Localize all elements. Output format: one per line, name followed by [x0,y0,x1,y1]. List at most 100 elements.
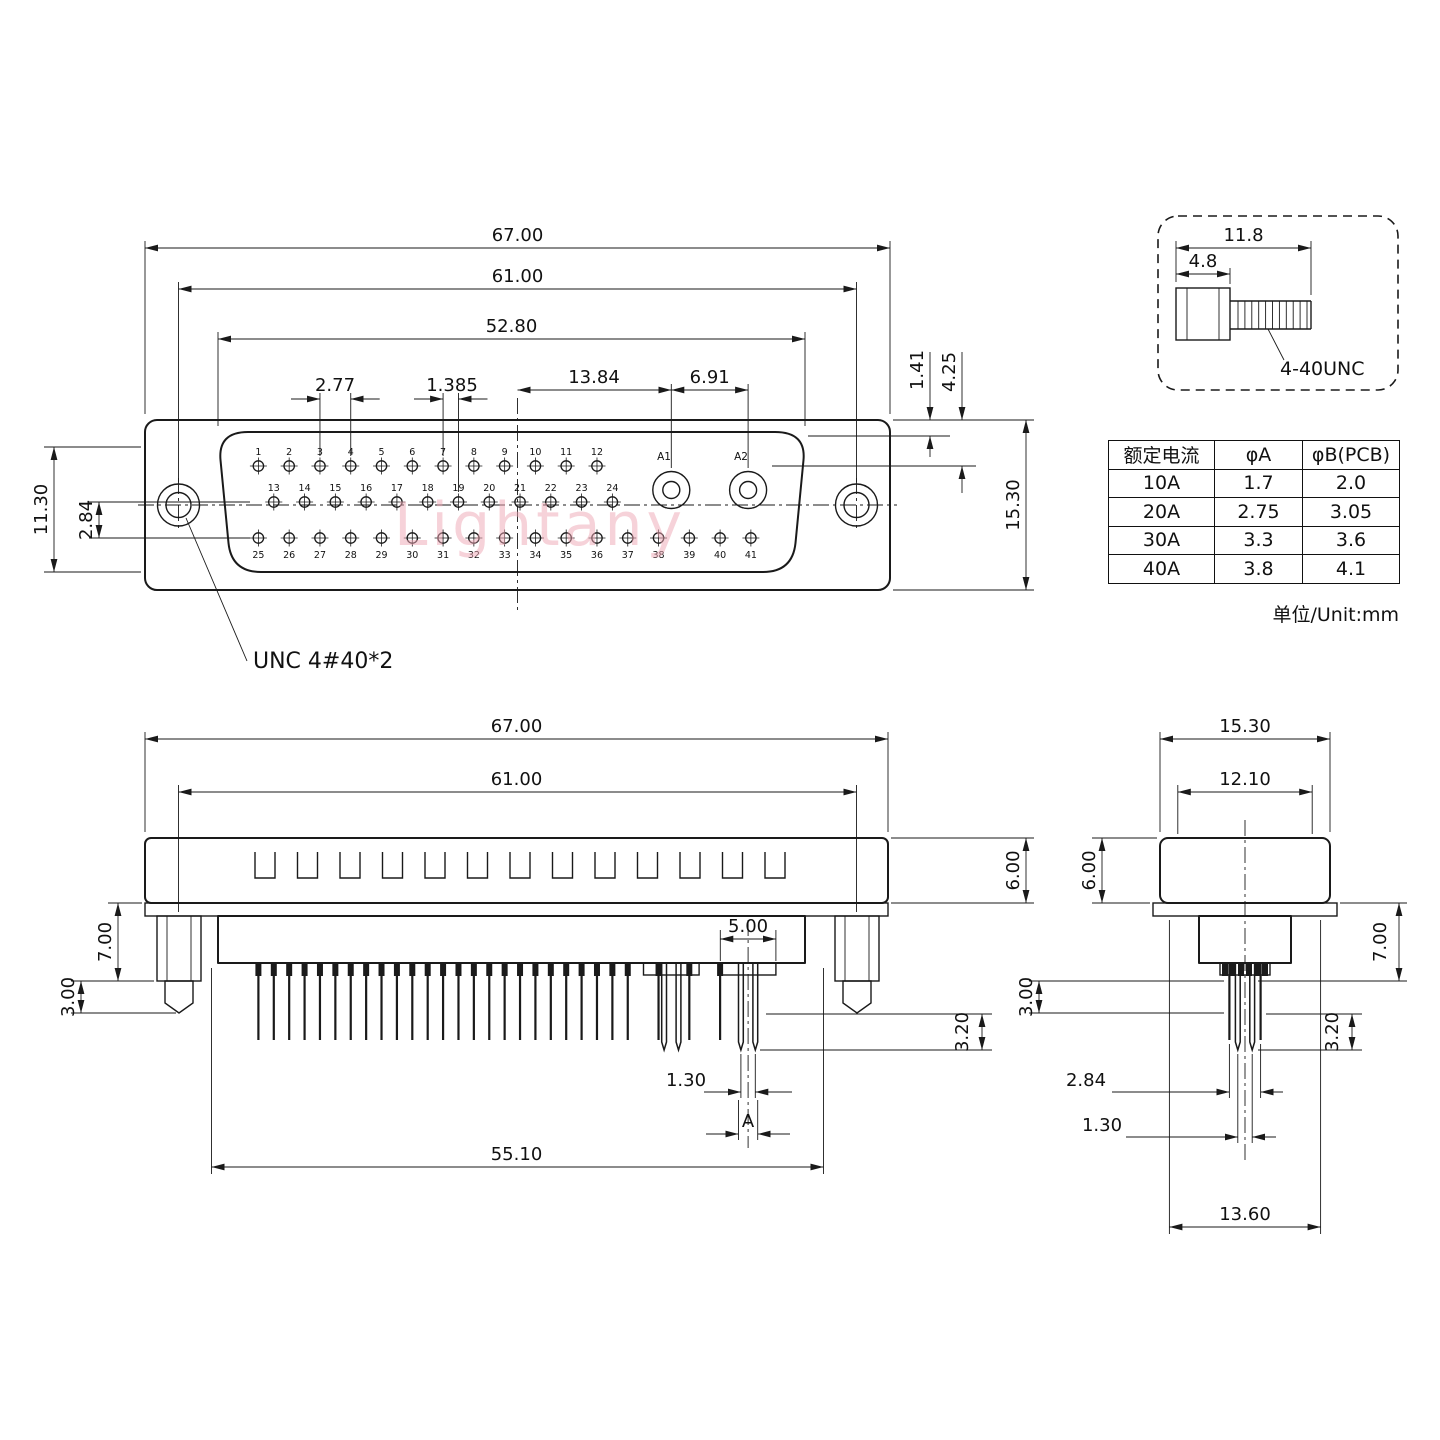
dim-text: 2.84 [1066,1070,1106,1091]
dim-text: 12.10 [1219,769,1271,790]
contact-slot [296,852,319,879]
dim-side-600: 6.00 [1079,837,1157,904]
pin-symbol [283,460,296,472]
pin-symbol [468,532,480,544]
pin-symbol [360,496,372,508]
dim-front-61: 61.00 [178,266,857,482]
dim-bottom-61: 61.00 [178,769,857,912]
pin-symbol [591,532,603,544]
dim-text: 13.84 [568,367,620,388]
pin-number: 12 [591,447,603,458]
dim-text: 1.41 [907,350,928,390]
flange-plate [144,902,889,917]
dim-front-1530: 15.30 [893,420,1034,591]
pin-symbol [560,460,573,472]
pin-number: 10 [529,447,541,458]
dim-text: 5.00 [728,916,768,937]
table-cell: 30A [1108,525,1215,555]
pin-number: 23 [576,483,588,494]
dim-text: 61.00 [492,266,544,287]
power-label-a1: A1 [657,451,671,463]
dim-text: A [742,1111,755,1132]
pin-symbol [329,496,342,508]
pin-symbol [683,532,696,544]
pin-symbol [375,460,388,472]
pin-symbol [252,460,265,472]
pin-number: 35 [560,550,572,561]
dim-text: 67.00 [491,716,543,737]
pin-symbol [591,460,603,472]
dim-text: 55.10 [491,1144,543,1165]
dim-front-277: 2.77 [291,375,380,456]
pin-number: 33 [499,550,511,561]
pin-number: 16 [360,483,372,494]
pin-symbol [575,496,588,508]
table-cell: 2.0 [1302,468,1400,498]
leader-line [1267,328,1285,361]
contact-slots [254,852,786,879]
pin-symbol [344,460,357,472]
contact-slot [424,852,446,879]
power-contact-a2-inner [738,480,758,500]
pin-symbol [483,496,496,508]
dim-bottom-600: 6.00 [891,837,1034,904]
dim-screw-48: 4.8 [1176,251,1231,284]
pin-number: 9 [502,447,508,458]
table-row: 30A 3.3 3.6 [1108,525,1400,555]
pin-number: 21 [514,483,526,494]
dim-text: 3.00 [58,977,79,1017]
dim-text: 15.30 [1219,716,1271,737]
pin-symbol [375,532,388,544]
pin-number: 27 [314,550,326,561]
dim-side-1530: 15.30 [1159,716,1331,832]
dim-side-1210: 12.10 [1177,769,1313,834]
dim-bottom-500: 5.00 [719,916,777,961]
table-row: 40A 3.8 4.1 [1108,554,1400,584]
contact-slot [721,852,744,879]
pin-symbol [314,460,326,472]
pin-number: 30 [406,550,418,561]
pin-number: 32 [468,550,480,561]
dim-front-1384: 13.84 [517,367,672,468]
pin-symbol [452,496,465,508]
detail-frame [1157,215,1399,391]
power-contact-a1-inner [662,480,681,500]
spec-table: 额定电流 φA φB(PCB) 10A 1.7 2.0 20A 2.75 3.0… [1108,440,1400,584]
dim-side-1360: 13.60 [1168,920,1322,1234]
pin-number: 26 [283,550,295,561]
dim-text: 11.8 [1223,225,1263,246]
contact-slot [679,852,701,879]
pin-symbol [652,532,665,544]
unit-note: 单位/Unit:mm [1272,604,1400,626]
pin-number: 17 [391,483,403,494]
dim-text: 3.00 [1016,977,1037,1017]
pin-number: 31 [437,550,449,561]
dim-front-691: 6.91 [671,367,749,468]
pin-number: 38 [652,550,664,561]
power-contact-a1 [652,470,691,510]
pin-number: 25 [252,550,264,561]
contact-slot [254,852,276,879]
side-pin-shoulders [1222,963,1268,976]
pin-symbol [267,496,280,508]
unc-label: UNC 4#40*2 [253,649,393,674]
dim-front-284: 2.84 [76,500,250,540]
bottom-view: 67.00 61.00 6.00 7.00 3.00 5.00 [58,716,1034,1174]
dim-side-284: 2.84 [1066,1044,1283,1098]
shell-front [144,837,889,904]
table-row: 20A 2.75 3.05 [1108,497,1400,527]
dim-side-320: 3.20 [1258,1012,1362,1052]
watermark: Lightany [394,490,686,560]
pin-symbol [391,496,403,508]
pin-symbol [468,460,480,472]
contact-slot [594,852,616,879]
dim-side-130: 1.30 [1082,1054,1276,1143]
screw-detail: 11.8 4.8 4-40UNC [1157,215,1399,391]
dim-text: 6.00 [1003,850,1024,890]
pin-symbol [421,496,434,508]
pin-number: 22 [545,483,557,494]
dim-text: 4.8 [1189,251,1218,272]
